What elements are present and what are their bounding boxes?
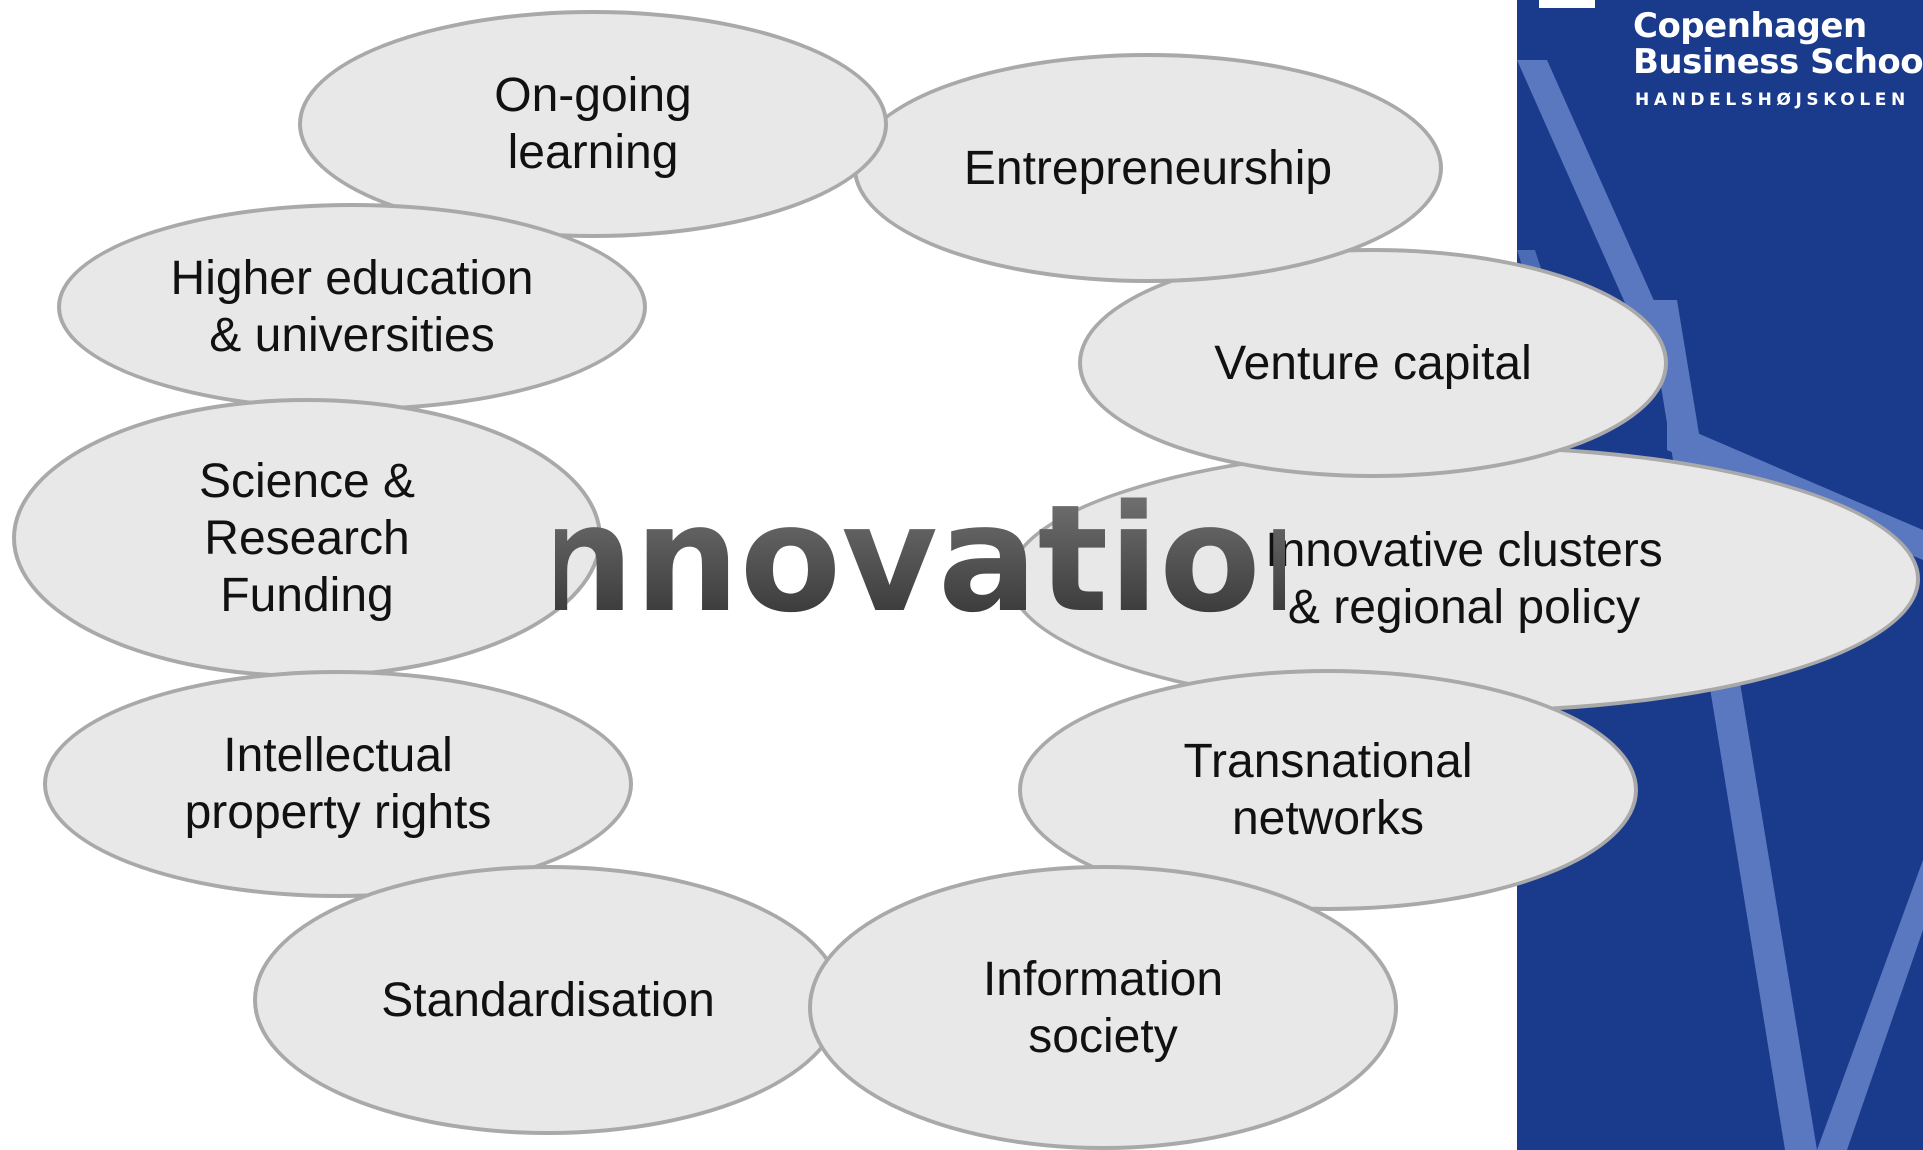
bubble-on-going-learning: On-going learning bbox=[298, 10, 888, 238]
bubble-venture-capital: Venture capital bbox=[1078, 248, 1668, 478]
center-title: Innovation bbox=[474, 470, 1366, 650]
bubble-standardisation: Standardisation bbox=[253, 865, 843, 1135]
bubble-higher-education: Higher education & universities bbox=[57, 203, 647, 411]
brand-name: Copenhagen Business School bbox=[1633, 8, 1923, 80]
center-title-svg: Innovation bbox=[474, 473, 1366, 645]
bubble-intellectual-property: Intellectual property rights bbox=[43, 670, 633, 898]
brand-name-line1: Copenhagen bbox=[1633, 6, 1867, 46]
bubble-innovative-clusters: Innovative clusters & regional policy bbox=[1008, 445, 1920, 713]
center-title-text: Innovation bbox=[555, 473, 1285, 645]
bubble-entrepreneurship: Entrepreneurship bbox=[853, 53, 1443, 283]
bubble-science-research-funding: Science & Research Funding bbox=[12, 398, 602, 678]
brand-subtitle: HANDELSHØJSKOLEN bbox=[1635, 90, 1910, 110]
brand-name-line2: Business School bbox=[1633, 42, 1923, 82]
bubble-information-society: Information society bbox=[808, 865, 1398, 1150]
cbs-logo-mark bbox=[1539, 0, 1595, 8]
